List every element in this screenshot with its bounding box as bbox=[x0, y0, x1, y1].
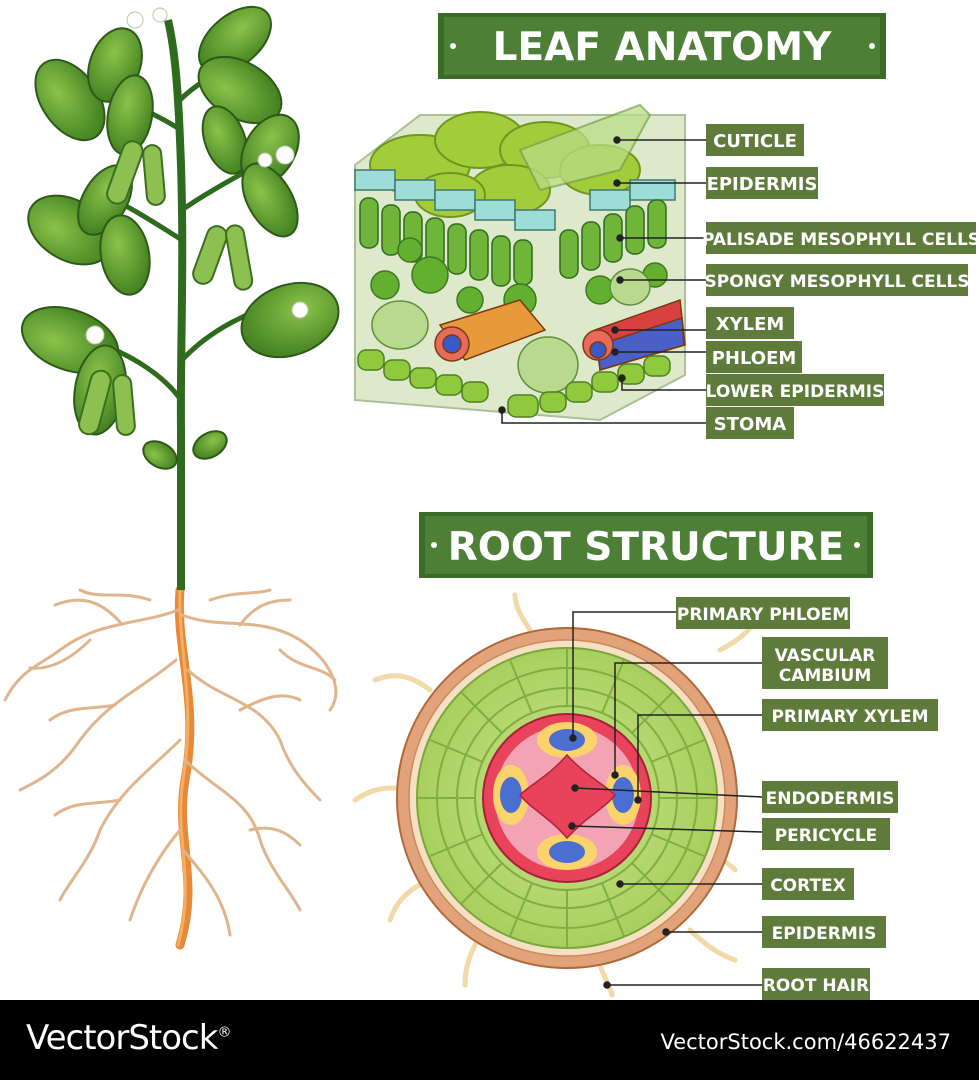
vectorstock-logo: VectorStock® bbox=[26, 1018, 231, 1058]
leaf-cross-section bbox=[354, 103, 686, 422]
bean-pods bbox=[78, 140, 254, 436]
label-palisade-mesophyll: PALISADE MESOPHYLL CELLS bbox=[702, 230, 979, 250]
watermark-footer: VectorStock® VectorStock.com/46622437 bbox=[0, 1000, 979, 1080]
label-xylem: XYLEM bbox=[716, 314, 785, 335]
label-cambium: CAMBIUM bbox=[779, 666, 872, 686]
leaf-anatomy-title: LEAF ANATOMY bbox=[493, 25, 832, 70]
image-credit: VectorStock.com/46622437 bbox=[660, 1030, 951, 1054]
label-primary-xylem: PRIMARY XYLEM bbox=[771, 707, 928, 727]
leaf-labels: CUTICLE EPIDERMIS PALISADE MESOPHYLL CEL… bbox=[702, 124, 979, 439]
plant-flowers bbox=[85, 7, 309, 345]
plant-stem bbox=[164, 19, 187, 590]
label-primary-phloem: PRIMARY PHLOEM bbox=[677, 605, 849, 625]
root-leader-lines bbox=[568, 611, 763, 989]
label-lower-epidermis: LOWER EPIDERMIS bbox=[706, 382, 885, 402]
label-cortex: CORTEX bbox=[770, 876, 846, 896]
label-pericycle: PERICYCLE bbox=[775, 826, 878, 846]
root-structure-title: ROOT STRUCTURE bbox=[448, 525, 844, 570]
diagram-canvas: LEAF ANATOMY bbox=[3, 5, 979, 1000]
root-labels: PRIMARY PHLOEM VASCULAR CAMBIUM PRIMARY … bbox=[676, 597, 938, 1000]
root-structure-banner: ROOT STRUCTURE bbox=[419, 512, 873, 578]
plant-leaves bbox=[20, 5, 340, 470]
leaf-leader-lines bbox=[498, 136, 706, 424]
label-root-hair: ROOT HAIR bbox=[763, 976, 869, 996]
root-system bbox=[3, 585, 338, 950]
label-spongy-mesophyll: SPONGY MESOPHYLL CELLS bbox=[705, 272, 970, 292]
label-epidermis: EPIDERMIS bbox=[707, 174, 818, 195]
plant-illustration bbox=[3, 5, 340, 950]
label-cuticle: CUTICLE bbox=[713, 131, 797, 152]
label-phloem: PHLOEM bbox=[712, 348, 797, 369]
root-cross-section bbox=[352, 592, 763, 998]
label-root-epidermis: EPIDERMIS bbox=[772, 924, 877, 944]
leaf-anatomy-banner: LEAF ANATOMY bbox=[438, 13, 886, 79]
label-vascular: VASCULAR bbox=[775, 646, 876, 666]
label-stoma: STOMA bbox=[714, 414, 786, 435]
label-endodermis: ENDODERMIS bbox=[766, 789, 895, 809]
